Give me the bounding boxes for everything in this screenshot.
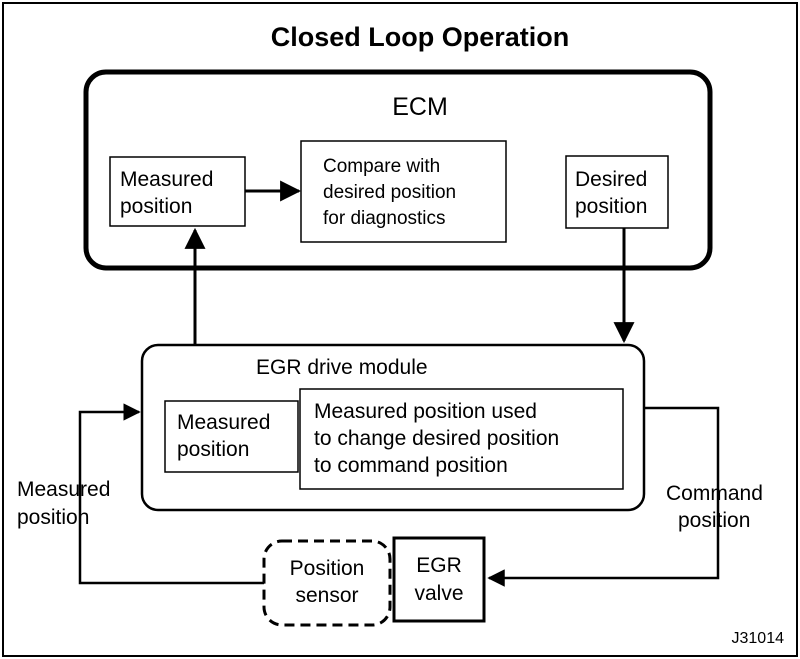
ecm-box bbox=[83, 69, 713, 271]
egr-valve-box bbox=[392, 536, 486, 623]
position-sensor-box bbox=[262, 539, 392, 627]
ecm-measured-position-box bbox=[109, 156, 246, 227]
module-logic-box bbox=[299, 388, 624, 490]
ecm-compare-line3: for diagnostics bbox=[323, 208, 446, 229]
ecm-desired-position-line1: Desired bbox=[575, 168, 647, 191]
module-logic-line1: Measured position used bbox=[314, 400, 537, 423]
command-path-arrow bbox=[487, 406, 720, 587]
feedback-path-arrow bbox=[78, 403, 264, 585]
module-logic-line3: to command position bbox=[314, 454, 508, 477]
diagram-title: Closed Loop Operation bbox=[271, 22, 570, 52]
egr-drive-module-box bbox=[140, 343, 646, 512]
egr-valve-line2: valve bbox=[414, 582, 463, 605]
command-label-line2: position bbox=[678, 509, 750, 532]
module-measured-position-line1: Measured bbox=[177, 411, 270, 434]
module-measured-position-line2: position bbox=[177, 438, 249, 461]
module-logic-line2: to change desired position bbox=[314, 427, 559, 450]
figure-id: J31014 bbox=[732, 630, 785, 647]
egr-drive-module-label: EGR drive module bbox=[256, 356, 428, 379]
module-measured-position-box bbox=[164, 400, 299, 473]
ecm-compare-line1: Compare with bbox=[323, 156, 440, 177]
ecm-measured-position-line1: Measured bbox=[120, 168, 213, 191]
position-sensor-line1: Position bbox=[290, 557, 365, 580]
feedback-label-line2: position bbox=[17, 506, 89, 529]
feedback-label-line1: Measured bbox=[17, 478, 110, 501]
position-sensor-line2: sensor bbox=[295, 584, 358, 607]
ecm-label: ECM bbox=[392, 93, 448, 121]
ecm-compare-line2: desired position bbox=[323, 182, 456, 203]
ecm-desired-position-line2: position bbox=[575, 195, 647, 218]
ecm-desired-position-box bbox=[565, 155, 669, 229]
ecm-measured-position-line2: position bbox=[120, 195, 192, 218]
command-label-line1: Command bbox=[666, 482, 763, 505]
egr-valve-line1: EGR bbox=[416, 554, 462, 577]
